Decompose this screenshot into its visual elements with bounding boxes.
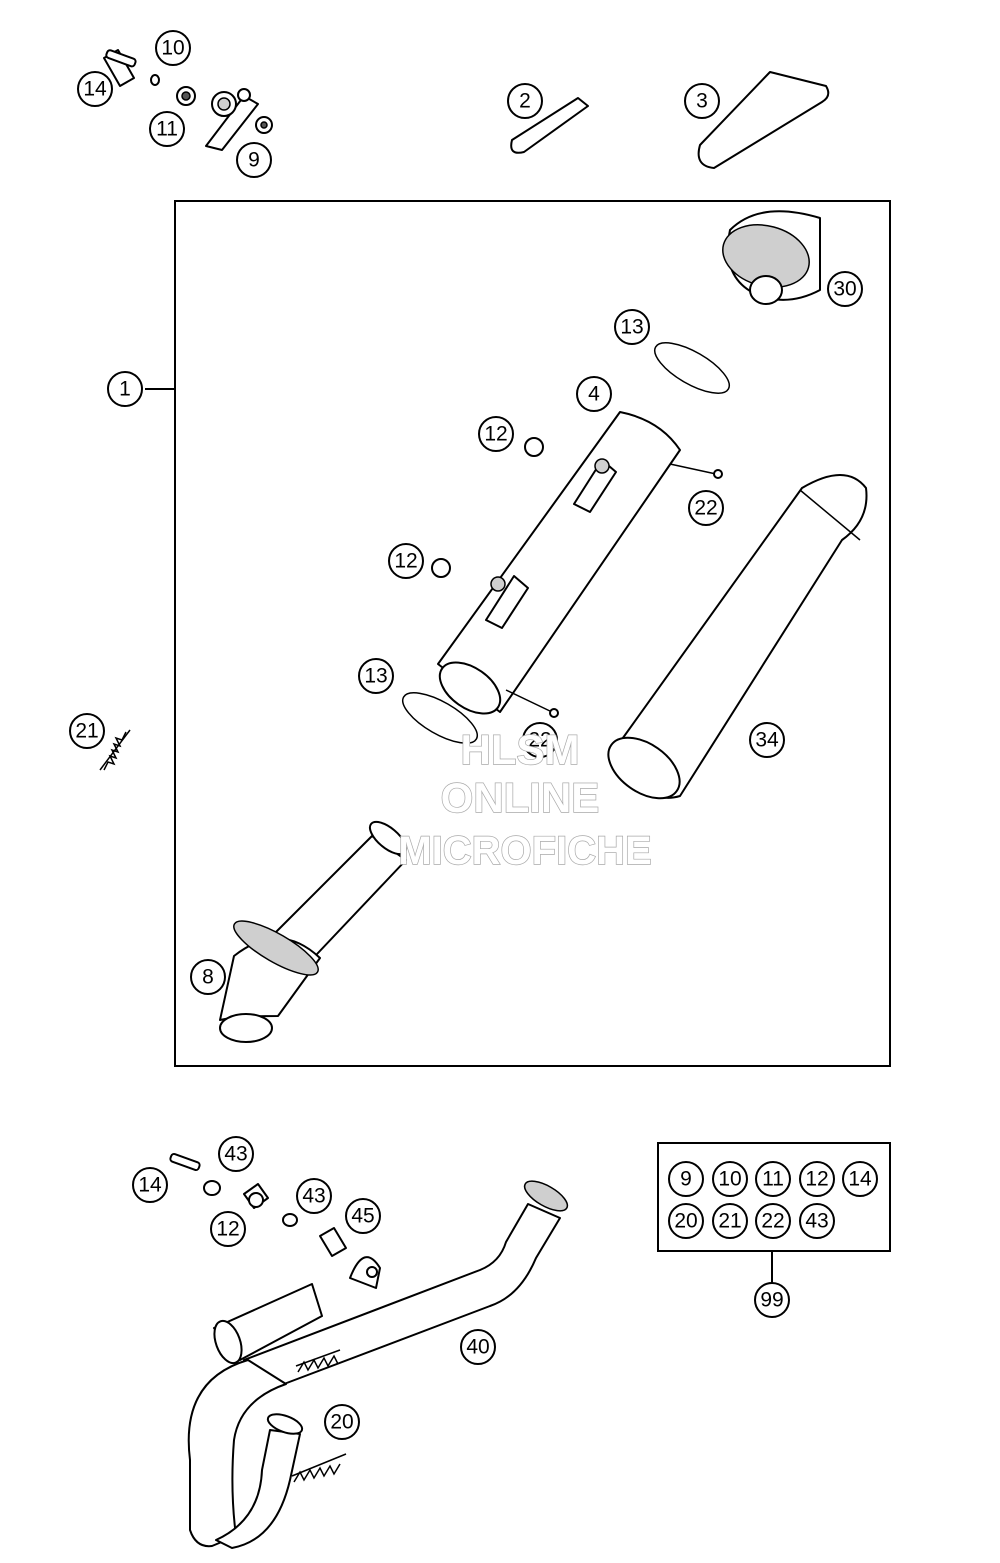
callout-99: 99 [754, 1282, 790, 1318]
kit-item-9: 9 [668, 1161, 704, 1197]
callout-8: 8 [190, 959, 226, 995]
watermark: HLSM ONLINE MICROFICHE [398, 725, 653, 873]
callout-10: 10 [155, 30, 191, 66]
kit-item-11: 11 [755, 1161, 791, 1197]
silencer-assembly-frame [174, 200, 891, 1067]
svg-text:22: 22 [761, 1210, 784, 1233]
svg-text:30: 30 [833, 278, 856, 301]
exhaust-header-40 [187, 1180, 569, 1549]
svg-text:40: 40 [466, 1336, 489, 1359]
callout-30: 30 [827, 271, 863, 307]
svg-text:22: 22 [694, 497, 717, 520]
watermark-line-2: ONLINE [441, 774, 600, 821]
svg-text:22: 22 [528, 729, 551, 752]
kit-item-14: 14 [842, 1161, 878, 1197]
svg-text:12: 12 [216, 1218, 239, 1241]
callout-1: 1 [107, 371, 143, 407]
svg-text:14: 14 [83, 78, 107, 101]
svg-text:8: 8 [202, 966, 214, 989]
callout-43-middle: 43 [296, 1178, 332, 1214]
svg-text:11: 11 [156, 118, 178, 141]
callout-13-upper: 13 [614, 309, 650, 345]
screw-22-lower [505, 689, 553, 713]
callout-11: 11 [149, 111, 185, 147]
svg-text:45: 45 [351, 1205, 374, 1228]
svg-text:43: 43 [224, 1143, 247, 1166]
svg-text:12: 12 [805, 1168, 828, 1191]
svg-text:13: 13 [620, 316, 643, 339]
svg-text:20: 20 [330, 1411, 353, 1434]
gasket-ring-upper [654, 342, 730, 394]
svg-text:4: 4 [588, 383, 600, 406]
callout-12-bottom: 12 [210, 1211, 246, 1247]
callout-22-lower: 22 [522, 722, 558, 758]
callout-3: 3 [684, 83, 720, 119]
spring-21 [99, 729, 131, 771]
svg-text:21: 21 [718, 1210, 741, 1233]
header-pipe-8 [219, 820, 408, 1043]
heat-shield-pad-2 [510, 97, 589, 154]
nut-12-lower [431, 558, 451, 578]
svg-text:3: 3 [696, 90, 708, 113]
springs-20 [291, 1349, 347, 1483]
svg-text:21: 21 [75, 720, 98, 743]
kit-item-21: 21 [712, 1203, 748, 1239]
heat-shield-pad-3 [697, 71, 830, 169]
svg-text:12: 12 [394, 550, 417, 573]
screw-22-upper [669, 463, 717, 475]
svg-text:43: 43 [302, 1185, 325, 1208]
svg-text:34: 34 [755, 729, 779, 752]
svg-text:9: 9 [248, 149, 260, 172]
callout-45: 45 [345, 1198, 381, 1234]
callout-40: 40 [460, 1329, 496, 1365]
svg-text:12: 12 [484, 423, 507, 446]
svg-text:1: 1 [119, 378, 131, 401]
svg-text:14: 14 [138, 1174, 162, 1197]
watermark-line-3: MICROFICHE [398, 829, 651, 873]
svg-text:2: 2 [519, 90, 531, 113]
watermark-line-1: HLSM [461, 726, 580, 773]
mounting-hardware-top [103, 49, 273, 151]
callout-22-upper: 22 [688, 490, 724, 526]
small-parts-kit-frame [657, 1142, 891, 1252]
gasket-ring-lower [402, 692, 478, 744]
callout-20: 20 [324, 1404, 360, 1440]
callout-43-top: 43 [218, 1136, 254, 1172]
callout-12-middle: 12 [388, 543, 424, 579]
callout-21: 21 [69, 713, 105, 749]
callout-14-top: 14 [77, 71, 113, 107]
svg-text:11: 11 [762, 1168, 784, 1191]
svg-text:99: 99 [760, 1289, 783, 1312]
kit-item-22: 22 [755, 1203, 791, 1239]
svg-text:10: 10 [161, 37, 184, 60]
svg-text:10: 10 [718, 1168, 741, 1191]
svg-text:9: 9 [680, 1168, 692, 1191]
svg-text:13: 13 [364, 665, 387, 688]
kit-item-12: 12 [799, 1161, 835, 1197]
svg-text:43: 43 [805, 1210, 828, 1233]
callout-14-bottom: 14 [132, 1167, 168, 1203]
callout-4: 4 [576, 376, 612, 412]
kit-item-20: 20 [668, 1203, 704, 1239]
end-cap-30 [722, 210, 821, 305]
callout-2: 2 [507, 83, 543, 119]
callout-34: 34 [749, 722, 785, 758]
svg-text:14: 14 [848, 1168, 872, 1191]
callout-12-upper: 12 [478, 416, 514, 452]
svg-text:20: 20 [674, 1210, 697, 1233]
nut-12-upper [524, 437, 544, 457]
kit-item-10: 10 [712, 1161, 748, 1197]
bracket-hardware-bottom [169, 1152, 347, 1257]
silencer-tube-4 [437, 411, 681, 715]
callout-13-lower: 13 [358, 658, 394, 694]
kit-item-43: 43 [799, 1203, 835, 1239]
silencer-34 [607, 474, 868, 800]
callout-9: 9 [236, 142, 272, 178]
